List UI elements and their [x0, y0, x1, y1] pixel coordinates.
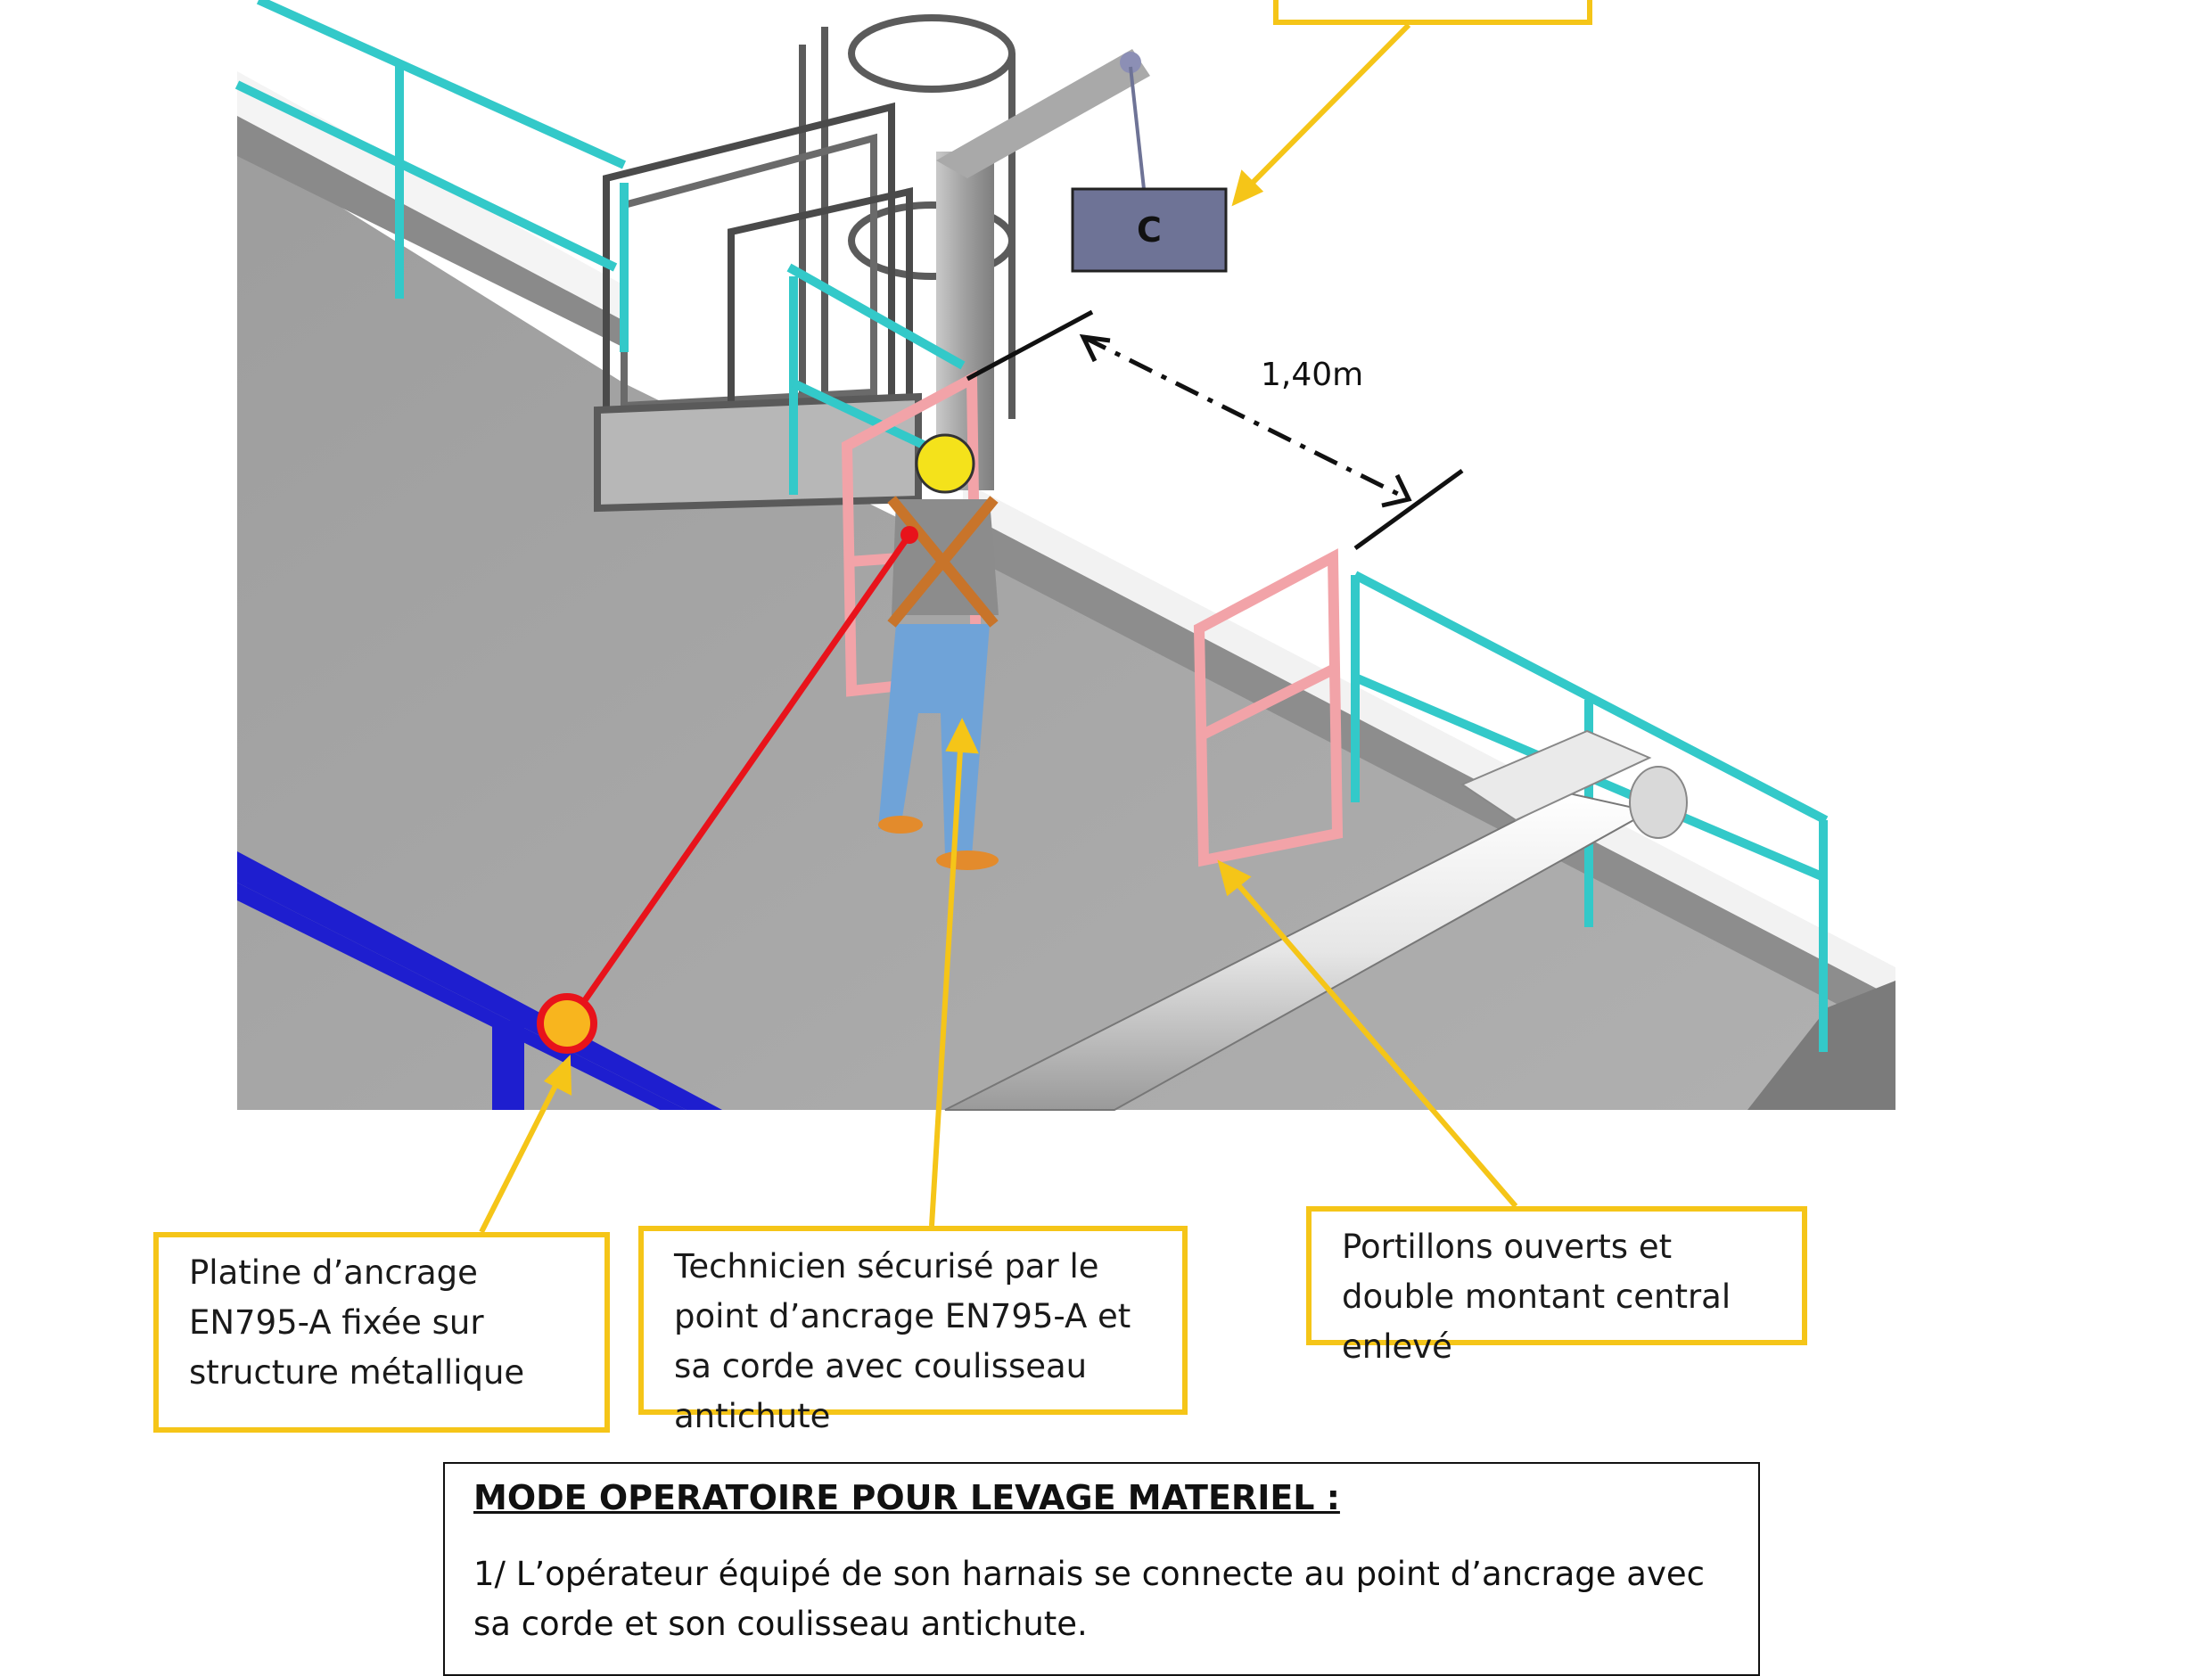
- worker-with-harness-icon: [878, 433, 999, 870]
- callout-gates: Portillons ouverts et double montant cen…: [1306, 1206, 1807, 1366]
- callout-technician: Technicien sécurisé par le point d’ancra…: [638, 1226, 1188, 1435]
- suspended-load-icon: [1071, 187, 1228, 273]
- callout-leaders: [479, 22, 1518, 1234]
- callout-anchor-text: Platine d’ancrage EN795-A fixée sur stru…: [189, 1253, 525, 1392]
- dimension-line: [966, 309, 1464, 551]
- lanyard-line: [568, 526, 918, 1023]
- procedure-title: MODE OPERATOIRE POUR LEVAGE MATERIEL :: [473, 1478, 1340, 1517]
- callout-gates-text: Portillons ouverts et double montant cen…: [1342, 1228, 1731, 1366]
- anchor-structure: [237, 851, 722, 1110]
- load-label: C: [1137, 210, 1162, 250]
- anchor-point-icon: [537, 993, 597, 1054]
- callout-anchor-plate: Platine d’ancrage EN795-A fixée sur stru…: [153, 1232, 610, 1433]
- procedure-box: MODE OPERATOIRE POUR LEVAGE MATERIEL : 1…: [443, 1462, 1760, 1676]
- callout-top-partial: [1273, 0, 1592, 25]
- roof-floor: [237, 0, 1895, 1110]
- procedure-step-1: 1/ L’opérateur équipé de son harnais se …: [473, 1555, 1705, 1643]
- callout-technician-text: Technicien sécurisé par le point d’ancra…: [674, 1247, 1131, 1435]
- distance-label: 1,40m: [1261, 357, 1364, 393]
